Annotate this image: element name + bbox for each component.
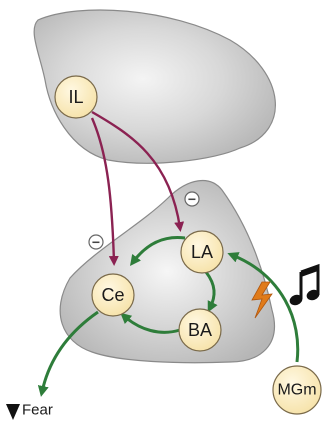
lightning-bolt-icon (251, 281, 273, 319)
ba-to-ce-arrow (120, 312, 181, 334)
fear-output: Fear (6, 402, 53, 420)
la-to-ba-arrow (204, 271, 218, 313)
ce-to-fear-arrow (37, 310, 99, 397)
svg-text:−: − (92, 234, 100, 250)
ce-node-label: Ce (101, 285, 124, 305)
down-arrow-icon (6, 404, 20, 420)
ba-node: BA (178, 308, 222, 352)
mgm-to-la-arrow (227, 252, 300, 363)
la-node: LA (180, 230, 224, 274)
il-node-label: IL (68, 87, 83, 107)
svg-text:−: − (188, 191, 196, 207)
il-node: IL (54, 75, 98, 119)
mgm-node-label: MGm (277, 382, 316, 399)
la-to-ce-arrow (129, 236, 186, 266)
il-to-la-arrow (91, 110, 185, 232)
music-note-icon (289, 263, 320, 306)
il-to-ce-arrow (90, 117, 119, 266)
mgm-node: MGm (272, 365, 322, 415)
ce-inhibition-mark: − (88, 234, 104, 250)
amygdala-inhibition-mark: − (184, 191, 200, 207)
fear-label: Fear (22, 402, 53, 419)
amygdala-region (59, 179, 275, 364)
ce-node: Ce (91, 273, 135, 317)
la-node-label: LA (191, 242, 213, 262)
ba-node-label: BA (188, 320, 212, 340)
